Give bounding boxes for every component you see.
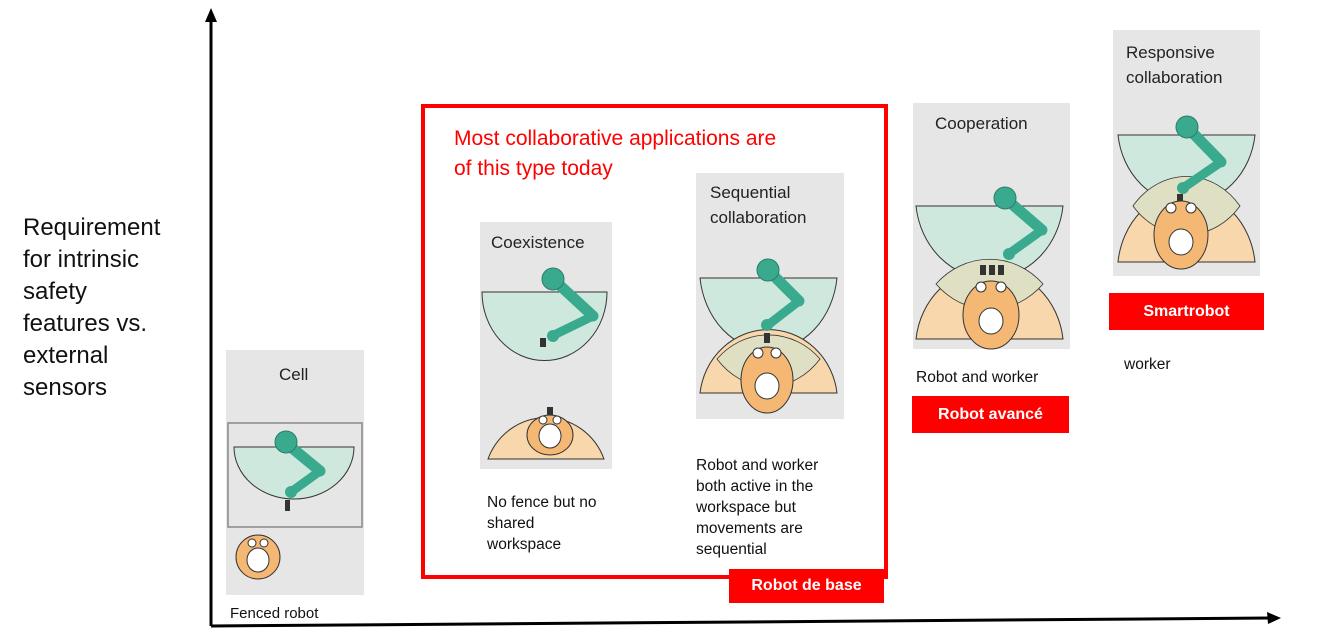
robot-arm-icon	[540, 267, 599, 347]
robot-zone	[481, 291, 608, 362]
highlight-box	[421, 104, 888, 579]
robot-zone	[233, 446, 355, 500]
robot-arm-icon	[756, 258, 805, 343]
robot-arm-icon	[980, 186, 1048, 275]
panel-coexistence-caption: No fence but no shared workspace	[487, 494, 597, 553]
panel-cooperation-caption: Robot and worker	[916, 369, 1039, 386]
worker-icon	[235, 534, 281, 580]
badge-robot-avance: Robot avancé	[912, 396, 1069, 433]
panel-cooperation-title: Cooperation	[935, 114, 1028, 133]
responsive-illustration	[1117, 115, 1256, 270]
worker-icon	[526, 407, 574, 456]
robot-arm-icon	[274, 430, 326, 511]
badge-robot-de-base: Robot de base	[729, 569, 884, 603]
badge-smartrobot: Smartrobot	[1109, 293, 1264, 330]
robot-arm-icon	[1175, 115, 1227, 204]
cell-illustration	[227, 422, 363, 580]
sequential-illustration	[699, 258, 838, 414]
x-axis-arrow	[1267, 612, 1281, 624]
worker-icon	[740, 346, 794, 414]
y-axis-label: Requirement for intrinsic safety feature…	[23, 214, 161, 401]
x-axis	[210, 616, 1271, 628]
worker-icon	[962, 280, 1020, 350]
panel-responsive-title: Responsive collaboration	[1126, 43, 1223, 87]
coexistence-illustration	[481, 267, 608, 460]
worker-icon	[1153, 200, 1209, 270]
panel-sequential-title: Sequential collaboration	[710, 183, 807, 227]
panel-cell-caption: Fenced robot	[230, 605, 319, 622]
highlight-text: Most collaborative applications are of t…	[454, 127, 777, 180]
panel-coexistence-title: Coexistence	[491, 233, 585, 252]
panel-responsive-caption: worker	[1124, 356, 1171, 373]
panel-sequential-caption: Robot and worker both active in the work…	[696, 457, 819, 558]
panel-cell-title: Cell	[279, 365, 309, 384]
y-axis-arrow	[205, 8, 217, 22]
cooperation-illustration	[915, 186, 1064, 350]
